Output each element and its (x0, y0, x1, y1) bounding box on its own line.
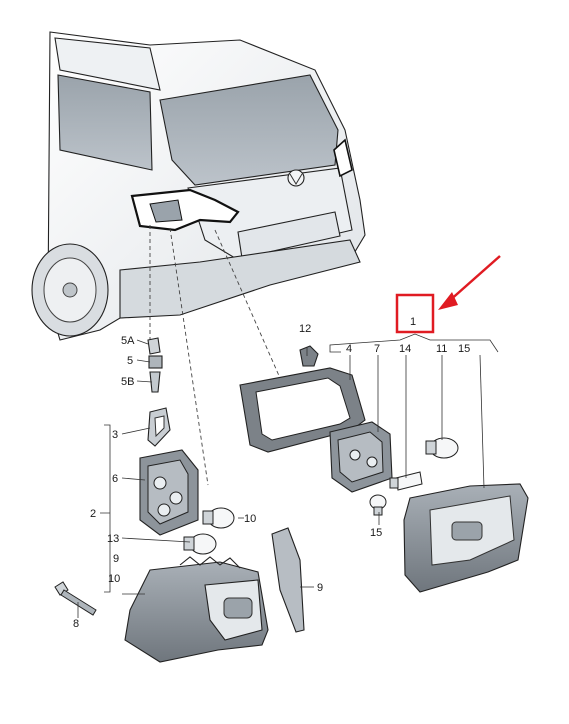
highlight-box (395, 293, 435, 334)
callout-labels: 1 2 3 4 5 5A 5B 6 7 8 9 9 10 10 11 12 13… (73, 316, 470, 630)
callout-8: 8 (73, 618, 79, 630)
fastener-5a-part (147, 337, 161, 355)
callout-5b: 5B (121, 376, 134, 388)
callout-10-left: 10 (108, 573, 120, 585)
car-tail-lamp-inner (149, 199, 183, 223)
bulb-socket-b (169, 491, 183, 505)
bulb-part-13 (183, 533, 217, 555)
rear-wheel-hub (62, 282, 78, 298)
callout-3: 3 (112, 429, 118, 441)
callout-1: 1 (410, 316, 416, 328)
inner-tail-lamp-reflector (451, 521, 483, 541)
car-rear-illustration (31, 31, 366, 341)
callout-2: 2 (90, 508, 96, 520)
tail-lamp-ribs (179, 556, 241, 569)
callout-12: 12 (299, 323, 311, 335)
fastener-5b-part (149, 371, 161, 393)
bulb-part-11 (425, 437, 459, 459)
license-plate-recess (237, 211, 341, 259)
bulb-socket-c (157, 503, 171, 517)
car-tail-lamp-right (333, 138, 353, 178)
side-window (57, 74, 153, 171)
fastener-5-part (148, 355, 163, 369)
callout-13: 13 (107, 533, 119, 545)
rear-window (159, 74, 339, 186)
callout-11: 11 (436, 343, 447, 355)
callout-9-left: 9 (113, 553, 119, 565)
gasket-part-4-inner (255, 377, 351, 441)
tail-lamp-reflector (223, 597, 253, 619)
bulb-part-10-left (202, 507, 235, 529)
callout-9-right: 9 (317, 582, 323, 594)
callout-15-bottom: 15 (370, 527, 382, 539)
callout-5: 5 (127, 355, 133, 367)
bulb-carrier-part-7-face (337, 431, 384, 483)
relation-lines (149, 225, 281, 486)
brand-logo-v-icon (289, 173, 303, 185)
highlight-arrow-head-icon (438, 292, 458, 310)
callout-6: 6 (112, 473, 118, 485)
grommet-part-12 (299, 345, 319, 367)
bulb-socket-a (153, 476, 167, 490)
callout-7: 7 (374, 343, 380, 355)
highlight-arrow-icon (447, 255, 501, 303)
seal-strip-part-9 (271, 527, 305, 633)
callout-10-right: 10 (244, 513, 256, 525)
bulb-socket-d (349, 449, 361, 461)
callout-14: 14 (399, 343, 411, 355)
screw-part-8 (54, 581, 97, 616)
bulb-part-14 (389, 471, 423, 491)
callout-4: 4 (346, 343, 352, 355)
gasket-part-3-hole (154, 415, 165, 438)
car-roof (54, 37, 161, 91)
brand-logo-icon (287, 169, 305, 187)
callout-15-top: 15 (458, 343, 470, 355)
fastener-stack (147, 337, 163, 393)
bulb-socket-e (366, 456, 378, 468)
callout-5a: 5A (121, 335, 135, 347)
bulb-part-15 (369, 494, 387, 516)
leader-lines (77, 333, 499, 618)
